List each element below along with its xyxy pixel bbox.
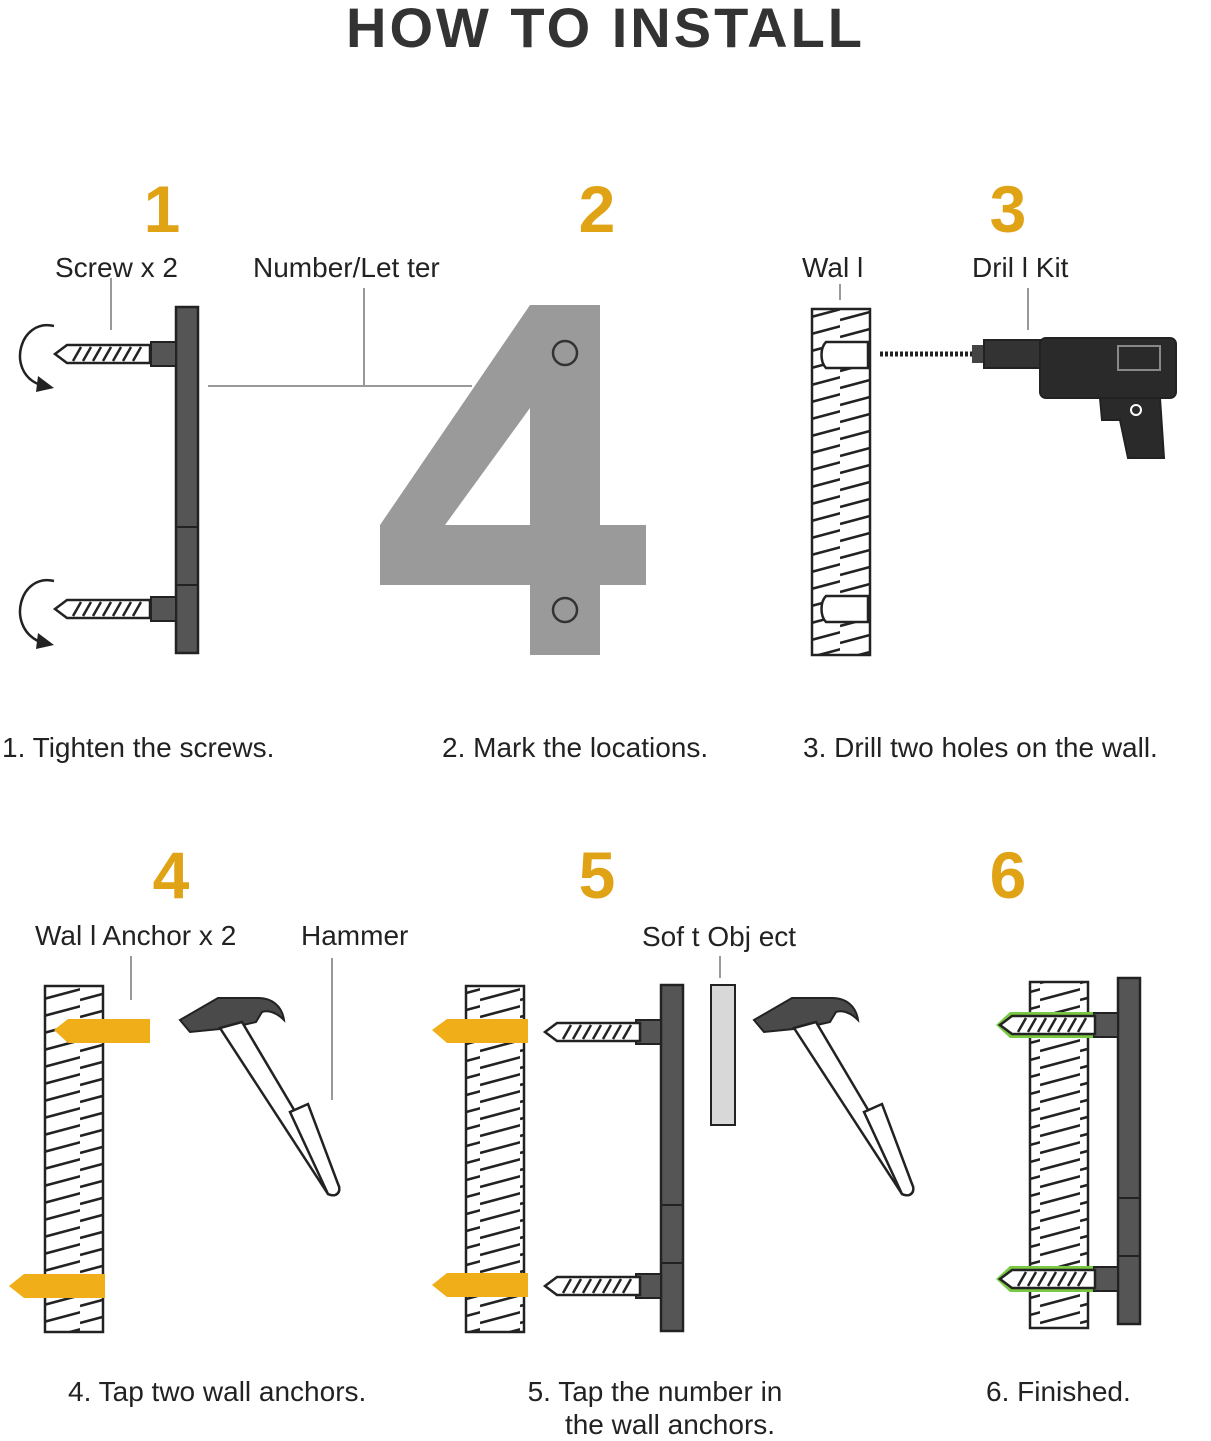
caption-step-5-line-1: 5. Tap the number in bbox=[527, 1376, 783, 1407]
label-wall: Wal l bbox=[802, 252, 864, 283]
label-wall-anchor: Wal l Anchor x 2 bbox=[35, 920, 237, 951]
step1-illustration bbox=[18, 278, 472, 655]
step6-finished-illustration bbox=[996, 976, 1142, 1330]
label-drill-kit: Dril l Kit bbox=[972, 252, 1069, 283]
step-number-1: 1 bbox=[143, 172, 181, 246]
step-number-4: 4 bbox=[152, 838, 190, 912]
step5-tap-number-illustration bbox=[432, 956, 915, 1334]
step4-wall-anchor-illustration bbox=[9, 956, 341, 1334]
caption-step-4: 4. Tap two wall anchors. bbox=[68, 1376, 367, 1407]
step-number-3: 3 bbox=[989, 172, 1027, 246]
caption-step-6: 6. Finished. bbox=[986, 1376, 1131, 1407]
label-soft-object: Sof t Obj ect bbox=[642, 921, 797, 952]
caption-step-5: 5. Tap the number in the wall anchors. bbox=[490, 1375, 850, 1441]
label-screw: Screw x 2 bbox=[55, 252, 178, 283]
step2-digit-four-illustration bbox=[380, 305, 646, 655]
step-number-5: 5 bbox=[578, 838, 616, 912]
step-number-2: 2 bbox=[578, 172, 616, 246]
step3-wall-drill-illustration bbox=[810, 284, 1177, 657]
page-title: HOW TO INSTALL bbox=[346, 0, 865, 59]
step-number-6: 6 bbox=[989, 838, 1027, 912]
caption-step-5-line-2: the wall anchors. bbox=[564, 1409, 776, 1440]
caption-step-1: 1. Tighten the screws. bbox=[2, 732, 275, 763]
caption-step-2: 2. Mark the locations. bbox=[442, 732, 709, 763]
label-hammer: Hammer bbox=[301, 920, 409, 951]
label-number-letter: Number/Let ter bbox=[253, 252, 440, 283]
caption-step-3: 3. Drill two holes on the wall. bbox=[803, 732, 1158, 763]
